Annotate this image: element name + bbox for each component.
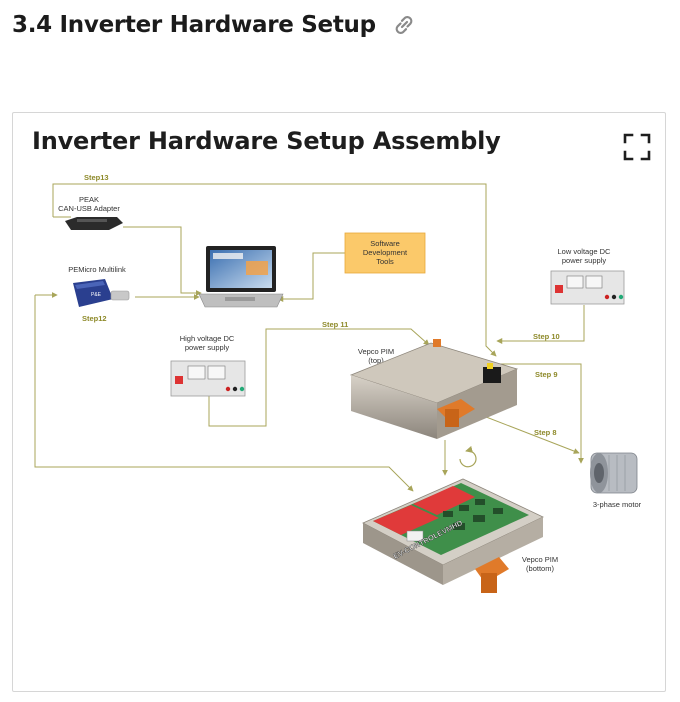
setup-diagram: Step13 Step12 Step 11 Step 10 Step 9 Ste… — [34, 173, 642, 593]
diagram-card: Inverter Hardware Setup Assembly — [12, 112, 666, 692]
peak-label-line2: CAN-USB Adapter — [58, 204, 120, 213]
software-label-line2: Development — [363, 248, 408, 257]
step11-label: Step 11 — [322, 320, 348, 329]
lvdc-label-line1: Low voltage DC — [558, 247, 612, 256]
motor-label: 3-phase motor — [593, 500, 642, 509]
lvdc-label-line2: power supply — [562, 256, 606, 265]
low-voltage-dc-power-supply: Low voltage DC power supply — [550, 247, 625, 305]
hvdc-label-line1: High voltage DC — [180, 334, 235, 343]
high-voltage-dc-power-supply: High voltage DC power supply — [170, 334, 246, 397]
svg-text:P&E: P&E — [91, 292, 102, 298]
pim-bottom-label-line1: Vepco PIM — [522, 555, 558, 564]
step13-label: Step13 — [84, 173, 109, 182]
step12-label: Step12 — [82, 314, 107, 323]
pim-bottom-label-line2: (bottom) — [526, 564, 554, 573]
wire-peak-to-laptop — [123, 226, 202, 296]
page-heading: 3.4 Inverter Hardware Setup — [12, 8, 418, 42]
step10-label: Step 10 — [533, 332, 560, 341]
pemicro-multilink: PEMicro Multilink P&E — [68, 265, 130, 307]
pim-top-label-line2: (top) — [368, 356, 384, 365]
step8-label: Step 8 — [534, 428, 557, 437]
pim-top-label-line1: Vepco PIM — [358, 347, 394, 356]
laptop — [198, 246, 284, 308]
wire-step8 — [480, 414, 580, 454]
rotate-arrow-icon — [459, 445, 477, 468]
page-title: 3.4 Inverter Hardware Setup — [12, 12, 376, 38]
wire-software-to-laptop — [277, 252, 345, 302]
link-icon[interactable] — [390, 11, 418, 39]
peak-can-usb-adapter: PEAK CAN-USB Adapter — [58, 195, 123, 230]
wire-step12 — [34, 292, 414, 492]
wire-step10 — [496, 305, 585, 344]
vepco-pim-bottom: EV-CONTROLEVMHD Vepco PIM (bottom) — [362, 478, 558, 593]
vepco-pim-top: Vepco PIM (top) — [349, 339, 519, 439]
software-label-line1: Software — [370, 239, 400, 248]
wire-step9 — [499, 363, 584, 464]
pemicro-label: PEMicro Multilink — [68, 265, 126, 274]
software-label-line3: Tools — [376, 257, 394, 266]
three-phase-motor: 3-phase motor — [590, 452, 642, 509]
wire-step13 — [52, 183, 497, 357]
peak-label-line1: PEAK — [79, 195, 99, 204]
wire-step11 — [208, 328, 430, 427]
fullscreen-icon[interactable] — [623, 133, 651, 161]
software-development-tools-box: Software Development Tools — [344, 232, 426, 274]
diagram-title: Inverter Hardware Setup Assembly — [32, 127, 501, 155]
hvdc-label-line2: power supply — [185, 343, 229, 352]
step9-label: Step 9 — [535, 370, 558, 379]
